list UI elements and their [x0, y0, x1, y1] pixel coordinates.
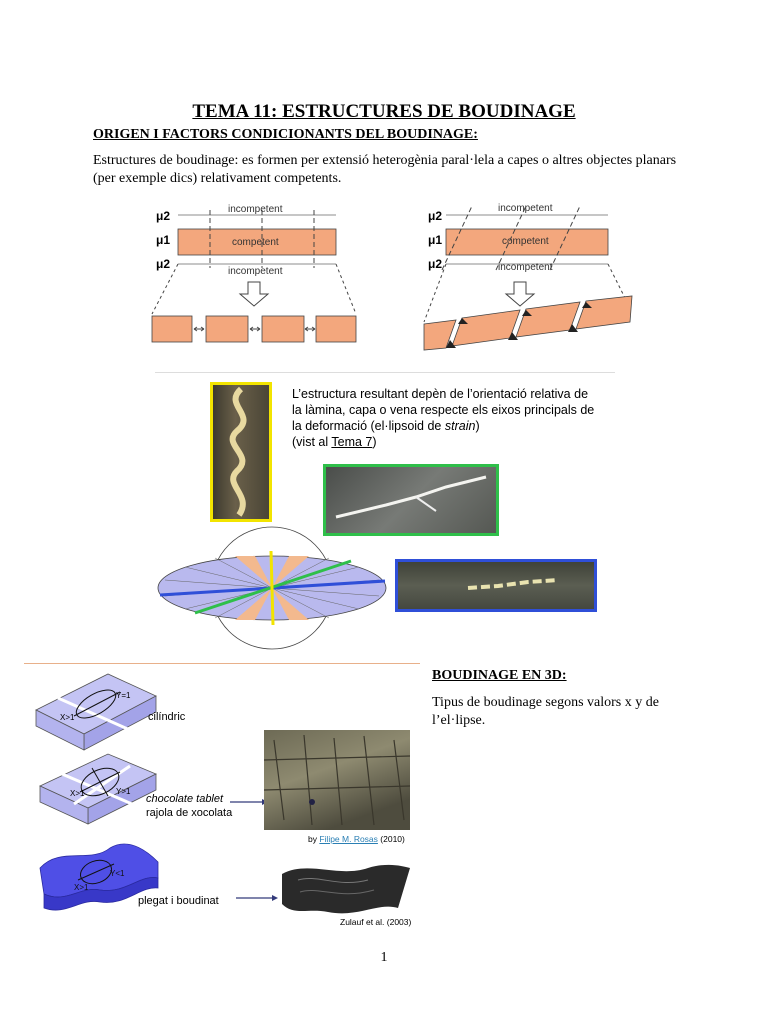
folded-boudinage-model [282, 864, 410, 914]
chocolate-tablet-label: chocolate tablet [146, 793, 224, 805]
axis-y-label-1: Y=1 [116, 691, 131, 700]
yellow-vein-photo [210, 382, 272, 522]
mu2-label-right: μ2 [428, 209, 442, 223]
rajola-label: rajola de xocolata [146, 807, 233, 819]
section-divider [24, 663, 420, 664]
mu2-label-right-bottom: μ2 [428, 257, 442, 271]
blue-vein-photo [395, 559, 597, 612]
plegat-label: plegat i boudinat [138, 895, 219, 907]
page-title: TEMA 11: ESTRUCTURES DE BOUDINAGE [192, 101, 576, 122]
incompetent-top-label-right: incompetent [498, 203, 553, 214]
incompetent-bottom-label-right: incompetent [498, 262, 553, 273]
competent-layer [177, 228, 337, 256]
competent-label: competent [232, 237, 279, 248]
intro-paragraph: Estructures de boudinage: es formen per … [93, 153, 677, 186]
green-vein-photo [323, 464, 499, 536]
boudinage-schematic: μ2 μ1 μ2 incompetent competent incompete… [151, 203, 633, 351]
photo-credit-zulauf: Zulauf et al. (2003) [340, 917, 412, 927]
chocolate-tablet-photo [264, 730, 410, 830]
competent-label-right: competent [502, 236, 549, 247]
boudinage-3d-text: Tipus de boudinage segons valors x y de … [432, 695, 659, 728]
photo-credit-rosas: by Filipe M. Rosas (2010) [308, 834, 405, 844]
section-title: ORIGEN I FACTORS CONDICIONANTS DEL BOUDI… [93, 127, 478, 142]
boudinage-3d-title: BOUDINAGE EN 3D: [432, 668, 567, 683]
mu2-label-bottom: μ2 [156, 257, 170, 271]
down-arrow-icon-right [504, 281, 536, 307]
down-arrow-icon [238, 281, 270, 307]
filipe-rosas-link[interactable]: Filipe M. Rosas [319, 834, 378, 844]
cilindric-label: cilíndric [148, 711, 186, 723]
incompetent-bottom-label: incompetent [228, 266, 283, 277]
strain-ellipse-diagram [157, 526, 387, 650]
mu1-label: μ1 [156, 233, 170, 247]
mu1-label-right: μ1 [428, 233, 442, 247]
axis-y-label-2: Y>1 [116, 787, 131, 796]
axis-x-label-2: X>1 [70, 789, 85, 798]
page-number: 1 [380, 950, 388, 965]
axis-y-label-3: Y<1 [110, 869, 125, 878]
axis-x-label-1: X>1 [60, 713, 75, 722]
mu2-label: μ2 [156, 209, 170, 223]
tema7-link[interactable]: Tema 7 [331, 435, 373, 449]
axis-x-label-3: X>1 [74, 883, 89, 892]
boudinage-3d-diagram: X>1 Y=1 cilíndric X>1 Y>1 chocolate tabl… [35, 673, 278, 911]
incompetent-top-label: incompetent [228, 204, 283, 215]
orientation-note: L’estructura resultant depèn de l’orient… [292, 387, 595, 449]
